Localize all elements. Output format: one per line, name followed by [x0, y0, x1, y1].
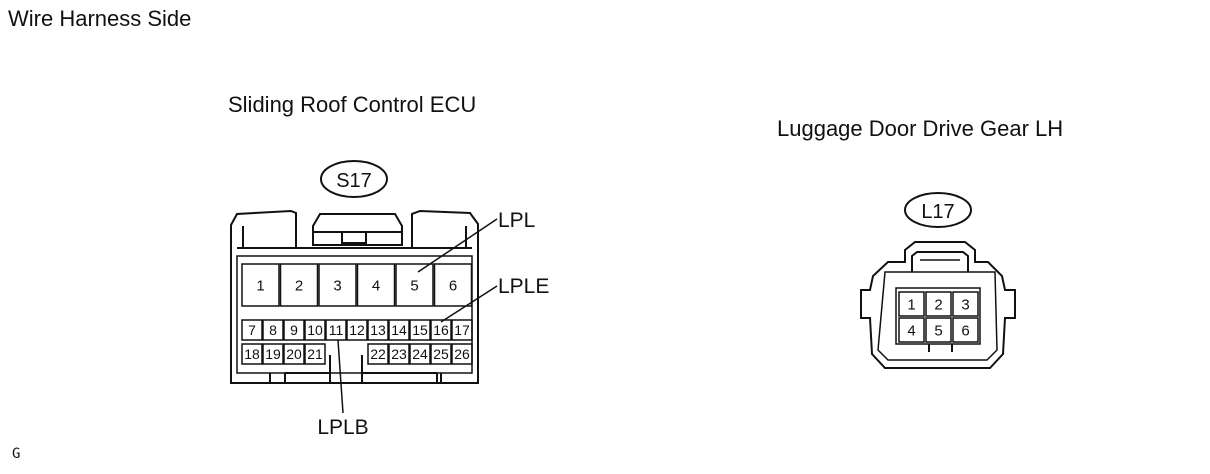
terminal-cell: [952, 317, 979, 343]
terminal-cell: [241, 343, 263, 365]
terminal-cell: [430, 343, 452, 365]
terminal-cell: [925, 317, 952, 343]
page-title: Wire Harness Side: [8, 6, 192, 31]
terminal-number: 25: [433, 346, 449, 362]
terminal-cell: [898, 291, 925, 317]
terminal-cell: [898, 317, 925, 343]
terminal-cell: [433, 263, 473, 307]
terminal-cell: [318, 263, 357, 307]
l17-bottom-row: 4 5 6: [898, 317, 979, 343]
terminal-cell: [409, 343, 431, 365]
terminal-cell: [241, 319, 263, 341]
terminal-cell: [388, 343, 410, 365]
terminal-number: 26: [454, 346, 470, 362]
terminal-cell: [952, 291, 979, 317]
terminal-cell: [367, 343, 389, 365]
terminal-cell: [451, 343, 473, 365]
terminal-cell: [304, 319, 326, 341]
terminal-number: 20: [286, 346, 302, 362]
terminal-number: 5: [934, 322, 942, 339]
s17-housing: [230, 209, 479, 384]
terminal-cell: [262, 343, 284, 365]
terminal-cell: [356, 263, 396, 307]
s17-top-row: 1 2 3 4 5 6: [241, 263, 473, 307]
terminal-number: 3: [961, 296, 969, 313]
terminal-number: 1: [256, 277, 264, 294]
terminal-cell: [283, 343, 305, 365]
corner-mark: G: [12, 446, 21, 462]
lpl-leader-line: [417, 218, 498, 273]
gear-connector-title: Luggage Door Drive Gear LH: [777, 116, 1064, 141]
terminal-number: 9: [290, 322, 298, 338]
callout-lplb: LPLB: [317, 416, 368, 439]
s17-lock-tab: [312, 213, 403, 246]
terminal-number: 24: [412, 346, 428, 362]
terminal-number: 11: [329, 322, 344, 338]
terminal-number: 2: [934, 296, 942, 313]
terminal-number: 21: [307, 346, 323, 362]
ecu-connector-title: Sliding Roof Control ECU: [228, 92, 477, 117]
terminal-cell: [367, 319, 389, 341]
l17-id-ellipse: [904, 192, 972, 228]
terminal-number: 10: [307, 322, 323, 338]
terminal-number: 19: [265, 346, 281, 362]
terminal-number: 5: [410, 277, 418, 294]
l17-top-row: 1 2 3: [898, 291, 979, 317]
l17-id: L17: [921, 201, 954, 223]
terminal-cell: [409, 319, 431, 341]
lple-leader-line: [440, 285, 498, 323]
l17-housing: [860, 241, 1016, 369]
s17-bottom-row: 18 19 20 21 22 23 24 25 26: [241, 343, 473, 365]
terminal-cell: [430, 319, 452, 341]
terminal-cell: [388, 319, 410, 341]
lplb-leader-line: [337, 339, 344, 414]
terminal-cell: [925, 291, 952, 317]
terminal-number: 14: [391, 322, 407, 338]
s17-connector: [230, 160, 479, 384]
terminal-number: 6: [961, 322, 969, 339]
terminal-cell: [262, 319, 284, 341]
s17-id-ellipse: [320, 160, 388, 198]
s17-id: S17: [336, 170, 372, 192]
terminal-cell: [451, 319, 473, 341]
terminal-number: 22: [370, 346, 386, 362]
terminal-number: 12: [349, 322, 365, 338]
terminal-number: 16: [433, 322, 449, 338]
terminal-number: 23: [391, 346, 407, 362]
terminal-cell: [279, 263, 319, 307]
l17-connector: [860, 192, 1016, 369]
terminal-cell: [283, 319, 305, 341]
terminal-cell: [304, 343, 326, 365]
terminal-number: 15: [412, 322, 428, 338]
terminal-cell: [241, 263, 280, 307]
terminal-number: 2: [295, 277, 303, 294]
callout-lpl: LPL: [498, 209, 535, 232]
terminal-number: 13: [370, 322, 386, 338]
terminal-number: 6: [449, 277, 457, 294]
terminal-number: 18: [244, 346, 260, 362]
terminal-cell: [325, 319, 347, 341]
terminal-number: 8: [269, 322, 277, 338]
terminal-number: 7: [248, 322, 256, 338]
terminal-number: 4: [372, 277, 380, 294]
terminal-number: 4: [907, 322, 915, 339]
terminal-cell: [346, 319, 368, 341]
l17-lock-tab: [911, 251, 969, 272]
terminal-number: 1: [907, 296, 915, 313]
callout-lple: LPLE: [498, 275, 549, 298]
terminal-cell: [395, 263, 434, 307]
terminal-number: 3: [333, 277, 341, 294]
terminal-number: 17: [454, 322, 470, 338]
